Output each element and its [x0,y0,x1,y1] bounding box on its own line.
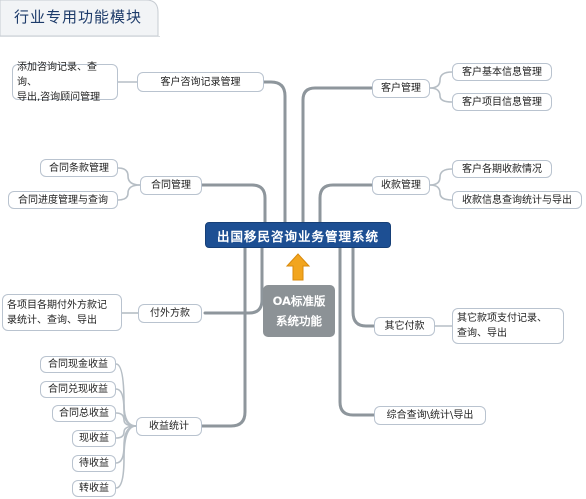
income-child-4: 现收益 [72,430,116,447]
center-system-title: 出国移民咨询业务管理系统 [205,222,391,248]
other-detail-line2: 查询、导出 [457,328,507,339]
header-tab-shape [0,0,159,37]
income-child-1: 合同现金收益 [40,356,116,373]
income-child-6: 转收益 [72,480,116,497]
other-payment-detail-box: 其它款项支付记录、 查询、导出 [452,308,564,344]
collection-management-node: 收款管理 [372,176,430,195]
customer-basic-info-node: 客户基本信息管理 [452,63,552,81]
customer-project-info-node: 客户项目信息管理 [452,93,552,111]
contract-progress-node: 合同进度管理与查询 [8,191,118,209]
other-detail-line1: 其它款项支付记录、 [457,313,547,324]
payout-detail-line1: 各项目各期付外方款记 [7,299,107,311]
collection-status-node: 客户各期收款情况 [452,160,552,178]
payout-detail-box: 各项目各期付外方款记 录统计、查询、导出 [2,294,122,331]
oa-line2: 系统功能 [276,314,322,328]
comprehensive-query-node: 综合查询\统计\导出 [374,406,486,425]
customer-management-node: 客户管理 [372,79,430,98]
income-stats-node: 收益统计 [136,417,202,436]
page-title: 行业专用功能模块 [14,8,143,26]
consult-detail-box: 添加咨询记录、查询、 导出,咨询顾问管理 [12,62,118,103]
oa-standard-box: OA标准版 系统功能 [263,285,335,337]
income-child-3: 合同总收益 [52,405,116,422]
consult-detail-line1: 添加咨询记录、查询、 [17,61,97,88]
up-arrow-icon [285,253,311,281]
consult-detail-line2: 导出,咨询顾问管理 [17,91,101,103]
payout-detail-line2: 录统计、查询、导出 [7,314,97,326]
payout-node: 付外方款 [138,304,202,323]
contract-terms-node: 合同条款管理 [40,159,118,177]
income-child-2: 合同兑现收益 [40,381,116,398]
collection-query-node: 收款信息查询统计与导出 [452,191,582,209]
other-payment-node: 其它付款 [374,317,435,336]
oa-line1: OA标准版 [272,294,326,308]
income-child-5: 待收益 [72,455,116,472]
consult-record-node: 客户咨询记录管理 [137,72,264,92]
contract-management-node: 合同管理 [140,176,202,195]
